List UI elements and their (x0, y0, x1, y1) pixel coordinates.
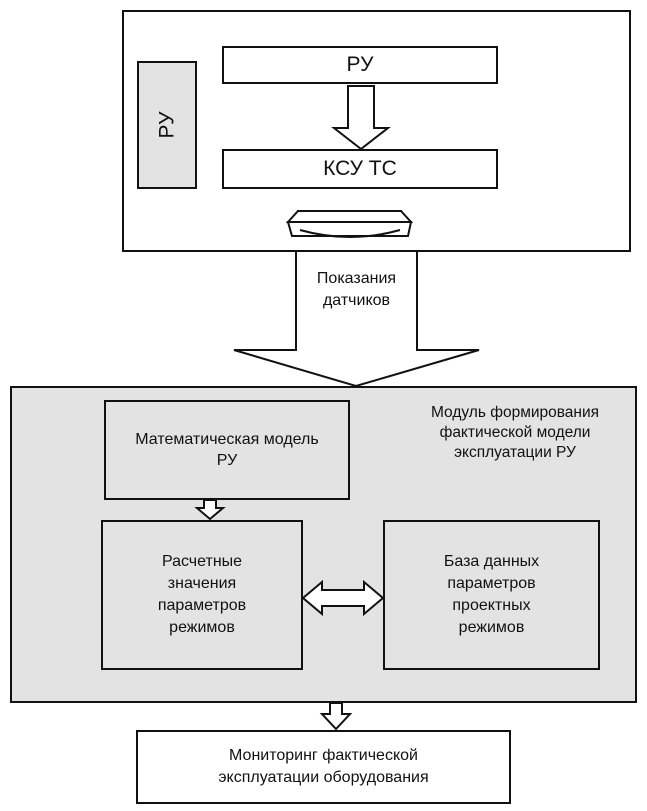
database-line3: проектных (452, 597, 531, 614)
ru-to-ksu-arrow (331, 85, 391, 151)
ru-bar-label: РУ (346, 53, 374, 76)
module-title-line2: фактической модели (439, 424, 591, 441)
module-title: Модуль формирования фактической модели э… (400, 403, 630, 463)
math-model-line1: Математическая модель (135, 431, 319, 448)
database-line4: режимов (458, 619, 525, 636)
ru-bar: РУ (222, 46, 498, 84)
calc-values-line3: параметров (157, 597, 247, 614)
calc-values-line1: Расчетные (161, 553, 243, 570)
calc-database-double-arrow (301, 579, 385, 617)
sensor-icon (285, 210, 414, 238)
ksu-ts-bar: КСУ ТС (222, 149, 498, 189)
model-to-calc-arrow (194, 499, 226, 521)
sensor-readings-label: Показания датчиков (296, 268, 417, 312)
sensor-readings-arrow (233, 250, 480, 388)
calc-values-box: Расчетные значения параметров режимов (101, 520, 303, 670)
monitoring-line2: эксплуатации оборудования (218, 769, 429, 786)
module-to-monitoring-arrow (319, 702, 353, 731)
math-model-box: Математическая модель РУ (104, 400, 350, 500)
math-model-line2: РУ (216, 452, 238, 469)
module-title-line1: Модуль формирования (430, 404, 600, 421)
sensor-label-line1: Показания (316, 270, 397, 287)
module-title-line3: эксплуатации РУ (454, 444, 576, 461)
calc-values-line2: значения (167, 575, 237, 592)
calc-values-line4: режимов (169, 619, 235, 636)
monitoring-line1: Мониторинг фактической (229, 747, 418, 764)
sensor-label-line2: датчиков (322, 292, 391, 309)
side-ru-block: РУ (137, 61, 197, 189)
database-box: База данных параметров проектных режимов (383, 520, 600, 670)
monitoring-box: Мониторинг фактической эксплуатации обор… (136, 730, 511, 804)
database-line2: параметров (447, 575, 536, 592)
database-line1: База данных (443, 553, 540, 570)
ksu-ts-label: КСУ ТС (323, 157, 397, 180)
